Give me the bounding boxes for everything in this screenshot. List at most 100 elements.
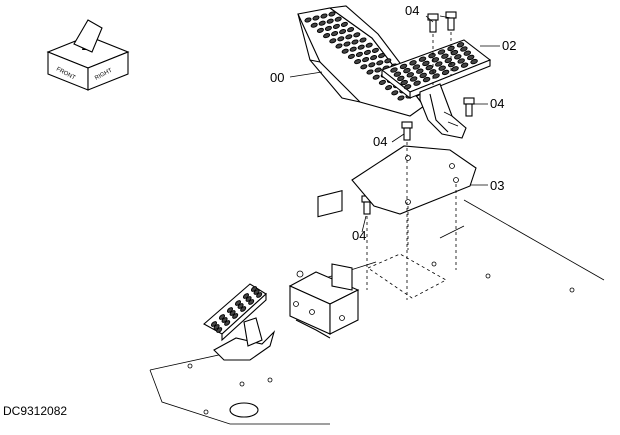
pad-stud [412,64,421,70]
pad-stud [447,45,455,52]
pad-stud [385,85,393,91]
pad-stud [460,62,469,68]
alignment-lines [366,32,457,300]
pad-stud [324,25,332,31]
pad-studs-small [210,286,263,333]
label-03: 03 [490,178,504,193]
pad-stud [362,57,370,63]
pad-stud [353,32,361,38]
pad-stud [378,53,386,59]
pad-stud [422,76,431,83]
pad-stud [347,27,355,33]
label-02: 02 [502,38,516,53]
pad-stud [351,39,359,45]
pad-stud [418,56,427,62]
short-pedal-with-bracket [380,39,492,139]
floor-pedal-assembly [203,283,276,361]
pad-stud [371,47,379,53]
pad-stud [329,38,337,44]
pad-stud [413,80,421,86]
pad-stud [409,60,417,66]
pad-studs-02 [390,42,478,90]
pad-stud [393,71,402,77]
pad-stud [441,53,449,59]
pad-stud [376,60,384,66]
pad-stud [441,69,450,76]
pad-stud [339,29,347,35]
pilot-valve-block [288,190,360,339]
long-pedal-pad [297,5,429,117]
bolt-04-top-right [445,11,457,31]
pad-stud [345,34,353,40]
pad-stud [450,49,459,56]
label-00: 00 [270,70,284,85]
pad-stud [466,54,475,61]
pad-stud [337,36,345,42]
bolt-04-mid [401,121,413,141]
pad-stud [435,61,443,67]
pad-stud [365,42,373,48]
pad-stud [368,62,376,68]
pad-stud [310,22,318,28]
pad-stud [431,57,440,63]
pad-stud [304,17,312,23]
pad-stud [326,18,334,24]
pad-stud [438,65,446,71]
leader-lines [289,15,500,233]
pad-stud [397,95,405,101]
pad-stud [419,72,427,79]
pad-stud [341,48,349,54]
pad-stud [320,13,328,19]
pad-stud [425,64,434,71]
pad-stud [335,43,343,49]
pad-stud [463,50,472,56]
bolt-04-top-left [427,13,439,33]
pad-stud [457,58,465,64]
pad-stud [343,41,351,47]
pad-stud [256,292,263,298]
pad-stud [240,306,247,312]
pad-stud [397,75,405,82]
pad-stud [232,313,239,319]
pad-stud [422,60,430,67]
label-04-top: 04 [405,3,419,18]
pad-stud [406,72,415,78]
pad-stud [334,16,342,22]
pad-stud [409,76,418,82]
pad-stud [248,299,255,305]
pad-stud [399,63,408,70]
pad-stud [347,53,355,59]
pad-stud [340,21,348,27]
pad-stud [312,15,320,21]
pad-stud [460,46,468,52]
pad-stud [370,55,378,61]
pad-stud [451,66,459,72]
pad-stud [378,79,386,85]
label-04-mid: 04 [373,134,387,149]
pad-stud [416,68,424,74]
pad-stud [354,59,362,65]
pad-stud [318,20,326,26]
pad-stud [470,58,478,65]
bolt-04-right [463,97,475,117]
drawing-code: DC9312082 [3,404,68,418]
label-04-lower: 04 [352,228,366,243]
pad-stud [400,79,408,86]
pad-stud [366,69,374,75]
pad-stud [360,64,368,70]
pad-stud [437,49,446,55]
label-04-right: 04 [490,96,504,111]
pad-stud [390,67,398,73]
floor-panel [149,199,605,425]
pad-stud [316,27,324,33]
mounting-plate [351,145,477,215]
pad-stud [403,67,411,74]
pad-stud [349,46,357,52]
pad-stud [332,23,340,29]
pad-stud [391,90,399,96]
pad-stud [456,42,465,48]
pad-stud [355,51,363,57]
pad-stud [216,327,223,333]
pad-stud [328,11,336,17]
